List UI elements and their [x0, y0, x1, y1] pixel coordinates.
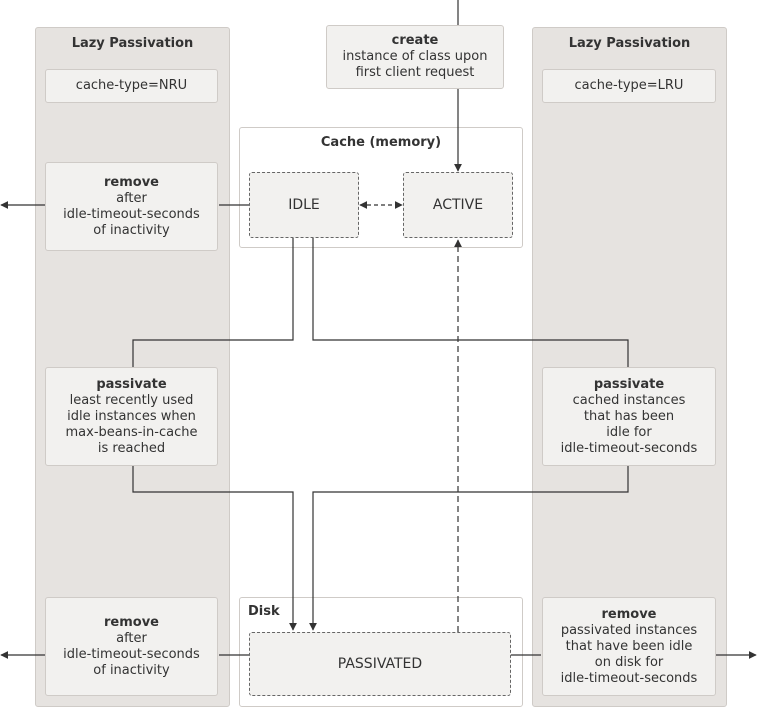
active-label: ACTIVE	[432, 197, 484, 213]
create-box: create instance of class upon first clie…	[326, 25, 504, 89]
left-panel-title: Lazy Passivation	[71, 36, 194, 51]
left-remove-bottom-line: idle-timeout-seconds	[63, 646, 200, 662]
left-passivate-title: passivate	[96, 376, 167, 392]
left-passivate-line: idle instances when	[67, 408, 196, 424]
right-remove-line: on disk for	[594, 654, 664, 670]
create-line: first client request	[355, 65, 475, 80]
idle-to-right-passivate-line	[312, 238, 629, 367]
left-cache-type-label: cache-type=NRU	[75, 78, 188, 93]
left-remove-top-line: idle-timeout-seconds	[63, 206, 200, 222]
left-remove-top-line: of inactivity	[93, 222, 170, 238]
right-cache-type-label: cache-type=LRU	[574, 78, 684, 93]
active-state: ACTIVE	[403, 172, 513, 238]
create-title: create	[391, 33, 439, 48]
right-cache-type-box: cache-type=LRU	[542, 69, 716, 103]
right-passivate-line: idle-timeout-seconds	[560, 440, 698, 456]
idle-to-left-passivate-line	[132, 238, 294, 367]
left-remove-bottom-line: of inactivity	[93, 662, 170, 678]
left-cache-type-box: cache-type=NRU	[45, 69, 218, 103]
left-passivate-box: passivate least recently used idle insta…	[45, 367, 218, 466]
left-remove-top-box: remove after idle-timeout-seconds of ina…	[45, 162, 218, 251]
right-panel-title: Lazy Passivation	[568, 36, 691, 51]
passivated-label: PASSIVATED	[337, 656, 423, 672]
left-remove-top-line: after	[116, 190, 147, 206]
left-passivate-line: is reached	[97, 440, 166, 456]
left-passivate-to-passivated-arrow	[132, 466, 297, 631]
right-remove-box: remove passivated instances that have be…	[542, 597, 716, 696]
passivated-state: PASSIVATED	[249, 632, 511, 696]
right-remove-line: idle-timeout-seconds	[560, 670, 698, 686]
left-remove-bottom-box: remove after idle-timeout-seconds of ina…	[45, 597, 218, 696]
right-passivate-to-passivated-arrow	[309, 466, 629, 631]
right-passivate-line: cached instances	[572, 392, 686, 408]
right-passivate-box: passivate cached instances that has been…	[542, 367, 716, 466]
right-remove-line: passivated instances	[560, 622, 698, 638]
right-remove-line: that have been idle	[565, 638, 693, 654]
right-passivate-title: passivate	[593, 376, 665, 392]
left-remove-bottom-title: remove	[104, 614, 159, 630]
right-passivate-line: that has been	[583, 408, 675, 424]
disk-title: Disk	[248, 604, 280, 619]
create-line: instance of class upon	[342, 49, 488, 64]
left-remove-top-title: remove	[104, 174, 159, 190]
cache-title: Cache (memory)	[320, 135, 442, 150]
idle-state: IDLE	[249, 172, 359, 238]
right-passivate-line: idle for	[606, 424, 652, 440]
left-passivate-line: least recently used	[69, 392, 194, 408]
idle-label: IDLE	[288, 197, 320, 213]
right-remove-title: remove	[601, 606, 657, 622]
left-remove-bottom-line: after	[116, 630, 147, 646]
left-passivate-line: max-beans-in-cache	[65, 424, 198, 440]
